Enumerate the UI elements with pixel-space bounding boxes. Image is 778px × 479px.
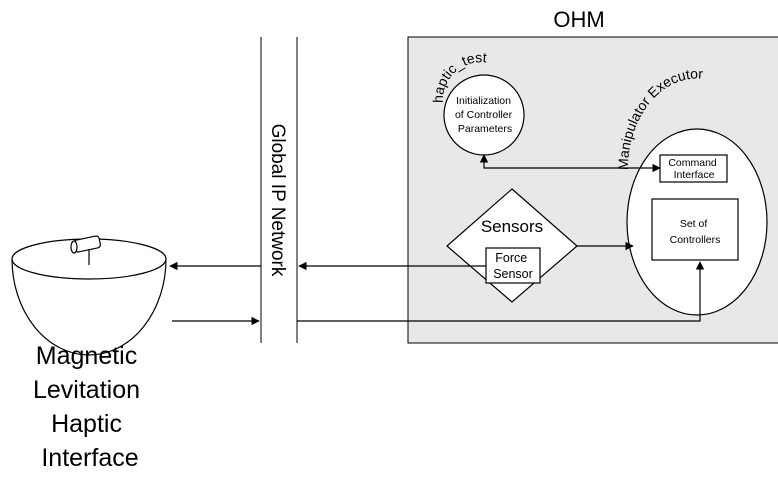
haptic-test-body-line: Initialization [456, 95, 511, 107]
command-interface-line: Interface [674, 169, 715, 181]
controllers-line: Controllers [670, 234, 721, 246]
force-sensor-line: Sensor [493, 267, 533, 281]
force-sensor-line: Force [495, 251, 527, 265]
network-label: Global IP Network [267, 124, 288, 277]
haptic-test-body-line: Parameters [458, 123, 512, 135]
haptic-device-icon [12, 235, 166, 355]
haptic-device-label: Magnetic Levitation Haptic Interface [33, 342, 147, 472]
controllers-line: Set of [680, 218, 708, 230]
haptic-test-body: Initialization of Controller Parameters [455, 95, 515, 135]
ohm-title: OHM [553, 7, 604, 32]
haptic-device-label-line: Magnetic [36, 342, 137, 370]
haptic-test-body-line: of Controller [455, 109, 513, 121]
command-interface-line: Command [668, 157, 717, 169]
haptic-device-label-line: Haptic [51, 410, 122, 438]
sensors-label: Sensors [481, 217, 543, 236]
haptic-device-label-line: Interface [41, 444, 138, 472]
command-interface-label: Command Interface [668, 157, 719, 181]
haptic-device-label-line: Levitation [33, 376, 140, 404]
